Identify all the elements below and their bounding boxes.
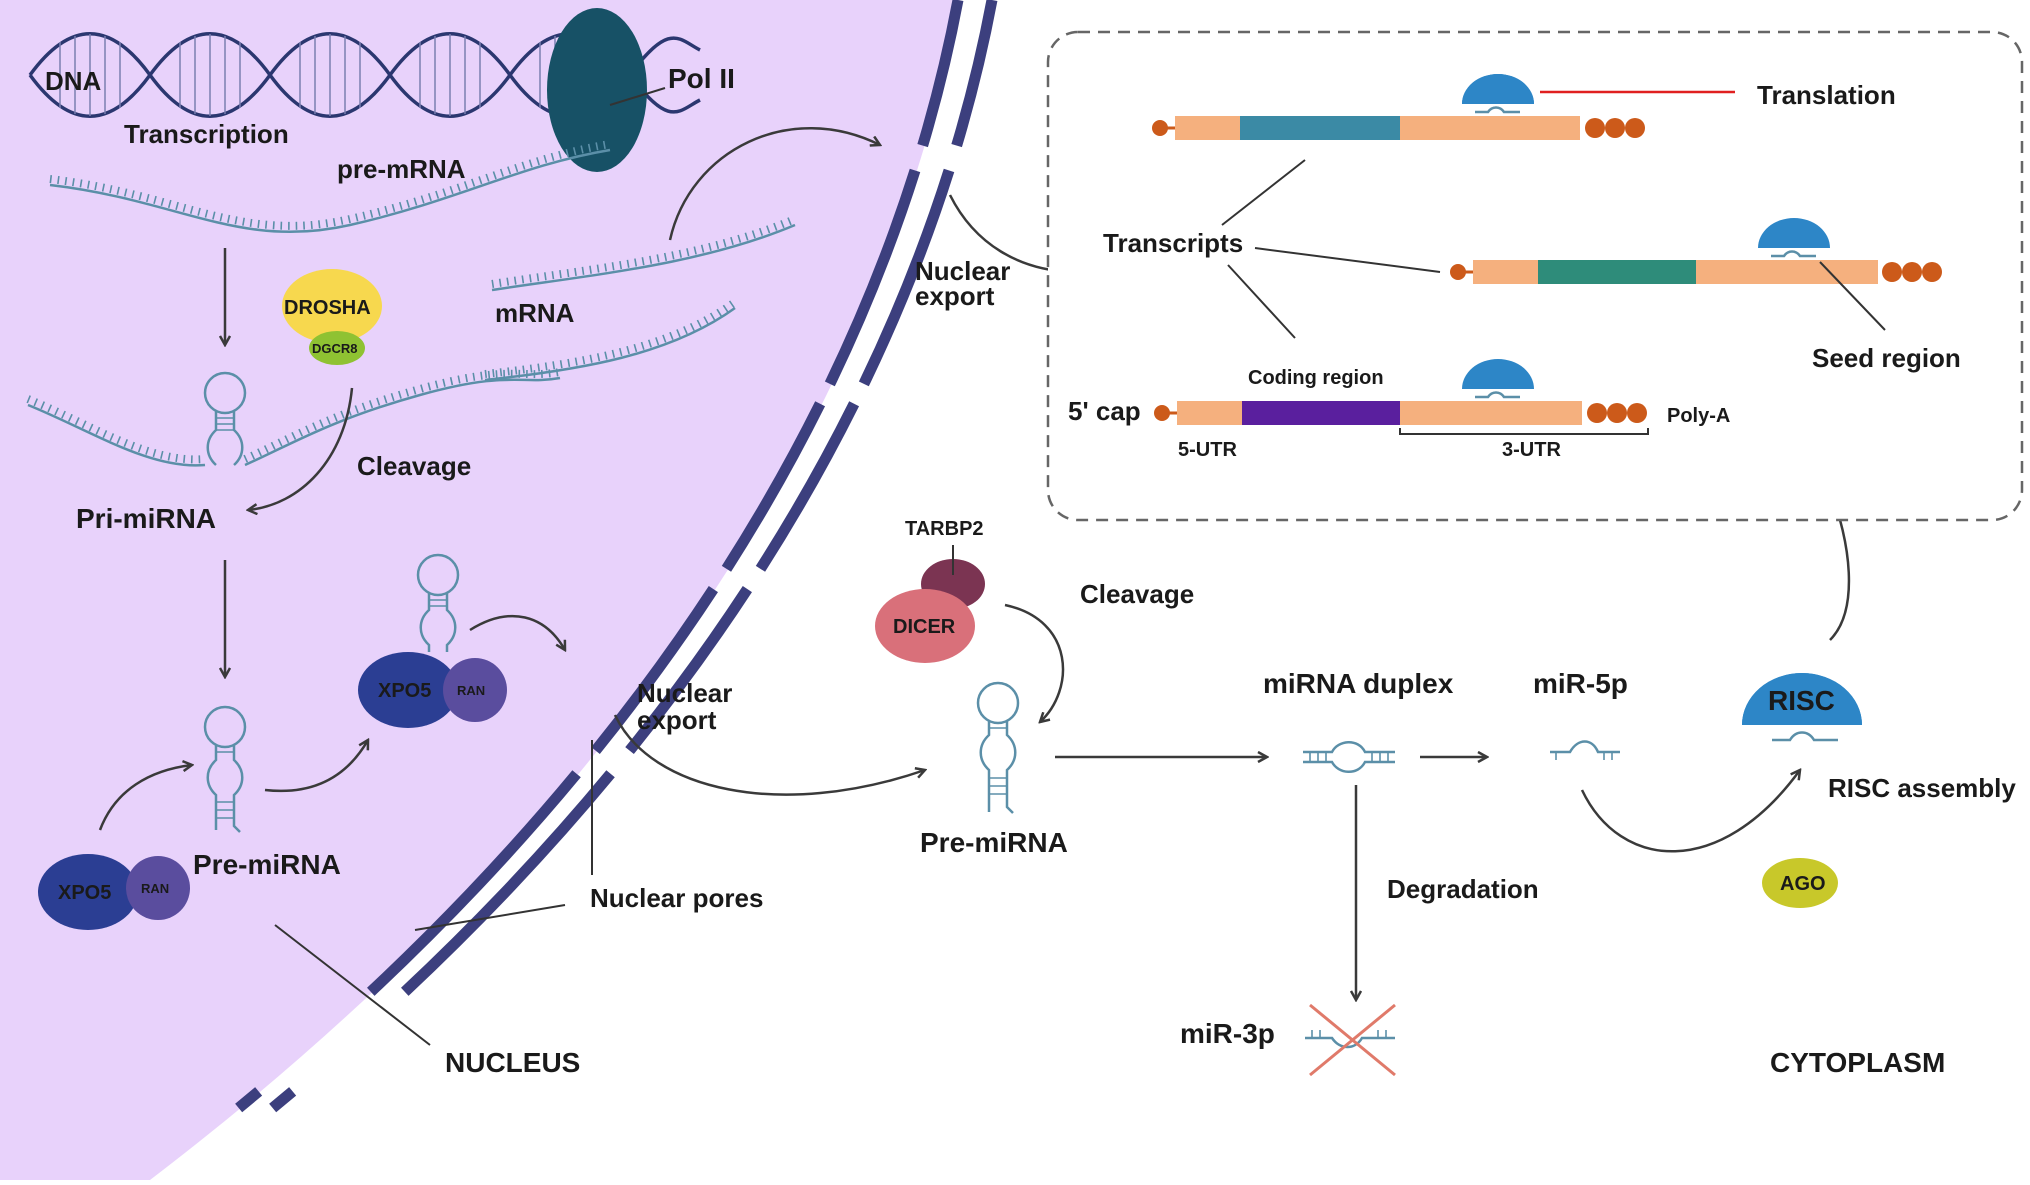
nucleus-body [0,0,960,1180]
ran-label-b: RAN [457,683,485,698]
ago-protein [1762,858,1838,908]
coding-region-label: Coding region [1248,367,1384,389]
cleavage-nucleus-label: Cleavage [357,451,471,481]
five-utr-label: 5-UTR [1178,439,1237,461]
dgcr8-protein [309,331,365,365]
cleavage-cyto-label: Cleavage [1080,579,1194,609]
pre-mirna-nucleus-label: Pre-miRNA [193,849,341,880]
nucleus-label: NUCLEUS [445,1047,580,1078]
drosha-label: DROSHA [284,297,371,319]
risc-on-transcript-2 [1758,218,1830,248]
translation-label: Translation [1757,80,1896,110]
transcripts-label: Transcripts [1103,228,1243,258]
risc-label: RISC [1768,685,1835,716]
dicer-protein [875,589,975,663]
ran-protein-a [126,856,190,920]
pol-ii-label: Pol II [668,63,735,94]
transcription-label: Transcription [124,119,289,149]
pre-mrna-label: pre-mRNA [337,154,466,184]
xpo5-label-a: XPO5 [58,882,111,904]
nuclear-export-top-line1: Nuclear [915,256,1010,286]
mir-3p-label: miR-3p [1180,1018,1275,1049]
mir-5p-strand [1550,740,1620,760]
seed-region-label: Seed region [1812,343,1961,373]
pri-mirna-strand [26,368,561,467]
nuclear-pores-label: Nuclear pores [590,883,763,913]
mrna-strands [484,215,797,382]
pri-mirna-hairpin [203,371,247,466]
pre-mirna-hairpin-nucleus [203,705,247,833]
cytoplasm-label: CYTOPLASM [1770,1047,1945,1078]
ago-label: AGO [1780,873,1826,895]
degradation-label: Degradation [1387,874,1539,904]
nuclear-export-top-line2: export [915,281,995,311]
pri-mirna-label: Pri-miRNA [76,503,216,534]
tarbp2-label: TARBP2 [905,518,984,540]
mrna-label: mRNA [495,298,575,328]
pre-mirna-cyto-label: Pre-miRNA [920,827,1068,858]
dicer-label: DICER [893,616,956,638]
dna-label: DNA [45,66,102,96]
transcript-2 [1450,218,1942,284]
xpo5-protein-a [38,854,138,930]
dgcr8-label: DGCR8 [312,341,358,356]
nuclear-export-mid-line1: Nuclear [637,678,732,708]
mir-3p-strand [1305,1030,1395,1049]
nuclear-envelope [144,0,998,1185]
ran-protein-b [443,658,507,722]
mirna-duplex [1303,741,1395,773]
risc-on-transcript-3 [1462,359,1534,389]
mirna-duplex-label: miRNA duplex [1263,668,1454,699]
drosha-protein [282,269,382,343]
risc-assembly-label: RISC assembly [1828,773,2016,803]
three-utr-label: 3-UTR [1502,439,1561,461]
nuclear-export-mid-line2: export [637,705,717,735]
five-cap-label: 5' cap [1068,396,1141,426]
ran-label-a: RAN [141,881,169,896]
poly-a-label: Poly-A [1667,405,1730,427]
pre-mirna-hairpin-export [416,553,460,652]
risc-complex-body [1742,673,1862,725]
pre-mrna-strand [49,140,611,234]
pre-mirna-hairpin-cyto [976,681,1020,814]
degradation-cross-icon [1309,1003,1396,1077]
transcript-1 [1152,74,1645,140]
transcript-3 [1154,359,1647,425]
xpo5-label-b: XPO5 [378,680,431,702]
mir-5p-label: miR-5p [1533,668,1628,699]
pol-ii-enzyme [547,8,647,172]
xpo5-protein-b [358,652,458,728]
